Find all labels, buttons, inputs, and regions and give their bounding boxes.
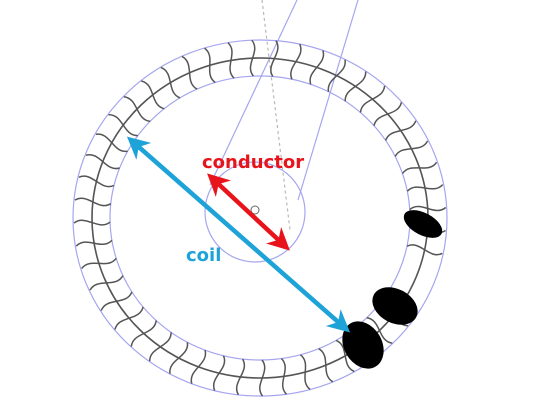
coil-turn (78, 175, 115, 188)
coil-turn (73, 219, 111, 226)
coil-turn (259, 359, 266, 397)
coil-turn (299, 354, 311, 391)
coil-turn (384, 120, 417, 141)
coil-turn (290, 43, 302, 80)
torus-centerline (91, 57, 429, 379)
coil-turn (318, 348, 334, 383)
coil-turn (406, 184, 444, 192)
coil-turn (309, 50, 325, 85)
coil-turn (114, 306, 144, 330)
coil-windings (73, 39, 447, 397)
coil-turn (190, 349, 207, 384)
coil-turn (74, 197, 112, 207)
coil-turn (85, 154, 120, 170)
conductor-diameter-arrow (207, 173, 290, 251)
coil-turn (227, 42, 235, 79)
coil-turn (249, 39, 256, 77)
coil-turn (394, 140, 429, 157)
coil-turn (89, 275, 124, 291)
winding-end-blob (403, 210, 443, 238)
cable-end-lower (342, 321, 384, 369)
conductor-label: conductor (202, 152, 304, 173)
coil-turn (335, 339, 355, 373)
coil-turn (212, 355, 226, 391)
coil-turn (123, 96, 151, 123)
coil-turn (169, 342, 189, 374)
coil-turn (181, 55, 198, 90)
coil-turn (327, 59, 346, 92)
coil-turn (409, 205, 447, 212)
coil-turn (100, 291, 133, 311)
coil-turn (366, 317, 393, 344)
coil-turn (81, 257, 117, 270)
coil-label: coil (186, 245, 221, 266)
coil-turn (95, 133, 128, 152)
coil-turn (75, 239, 113, 247)
coil-turn (280, 357, 288, 395)
cable-end-upper (372, 287, 418, 325)
coil-turn (235, 358, 246, 396)
coil-turn (203, 47, 216, 84)
coil-turn (406, 244, 443, 256)
coil-turn (141, 80, 165, 110)
coil-turn (401, 161, 438, 174)
coil-turn (270, 40, 279, 77)
coil-turn (148, 332, 172, 362)
coil-turn (108, 113, 138, 137)
coil-turn (344, 71, 367, 102)
coil-turn (160, 66, 181, 99)
coil-turn (373, 102, 403, 126)
coil-turn (359, 85, 386, 113)
